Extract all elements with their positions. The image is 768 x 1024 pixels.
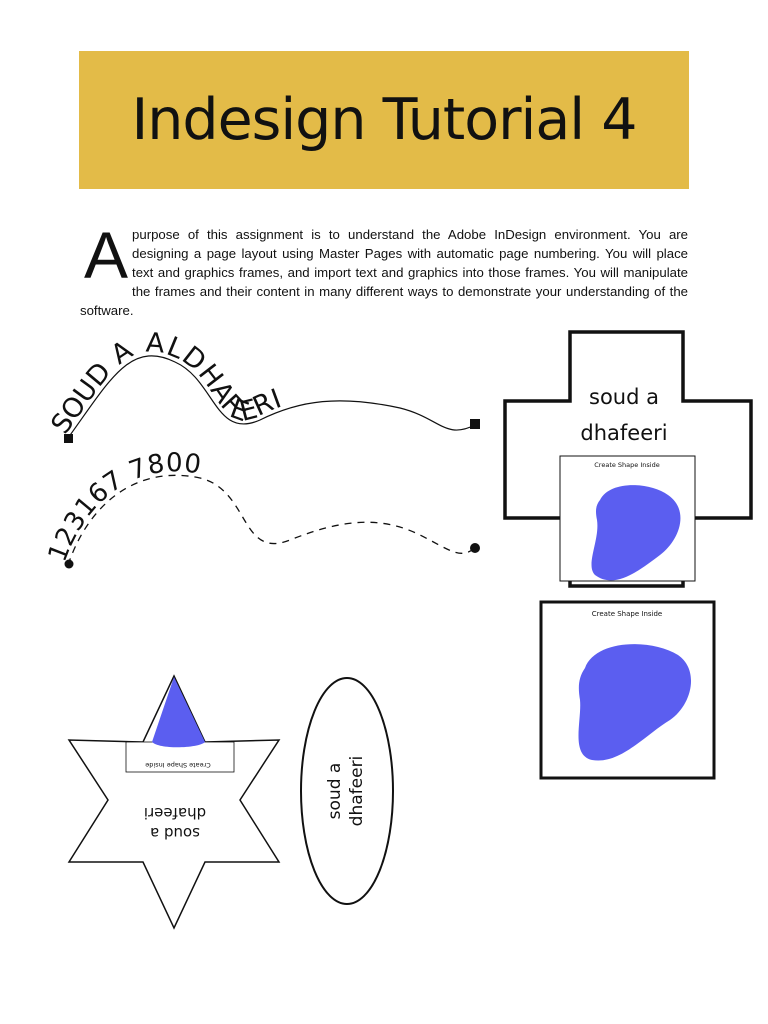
intro-text: purpose of this assignment is to underst…: [80, 227, 688, 318]
star-text-line-2: dhafeeri: [144, 804, 206, 822]
path-text-1: SOUD A ALDHAFEERI: [45, 327, 285, 439]
star-blob-shape: [152, 677, 205, 748]
cross-blob-shape: [591, 485, 681, 581]
page-title: Indesign Tutorial 4: [131, 87, 637, 153]
path-anchor-start-1[interactable]: [64, 434, 73, 443]
path-text-2: 123167 7800: [43, 448, 203, 566]
path-anchor-end-1[interactable]: [470, 419, 480, 429]
star-shape-frame[interactable]: [67, 674, 281, 930]
cross-frame-line-2: dhafeeri: [580, 421, 667, 445]
path-text-2-content: 123167 7800: [43, 448, 203, 566]
drop-cap: A: [84, 218, 129, 292]
star-inner-caption: Create Shape Inside: [145, 761, 210, 769]
square-frame-caption: Create Shape Inside: [592, 610, 662, 618]
text-path-line-1: [67, 355, 476, 439]
text-path-line-2: [67, 474, 476, 566]
path-anchor-start-2[interactable]: [64, 559, 74, 569]
path-text-1-content: SOUD A ALDHAFEERI: [45, 327, 285, 439]
ellipse-text-line-2: dhafeeri: [347, 756, 367, 827]
path-anchor-end-2[interactable]: [470, 543, 480, 553]
cross-frame-line-1: soud a: [589, 385, 659, 409]
square-blob-shape: [578, 644, 692, 761]
star-text-line-1: soud a: [150, 824, 200, 842]
title-banner: Indesign Tutorial 4: [79, 51, 689, 189]
ellipse-text-line-1: soud a: [325, 763, 345, 820]
cross-inner-caption: Create Shape Inside: [594, 461, 659, 469]
ellipse-shape-frame[interactable]: [300, 677, 394, 905]
